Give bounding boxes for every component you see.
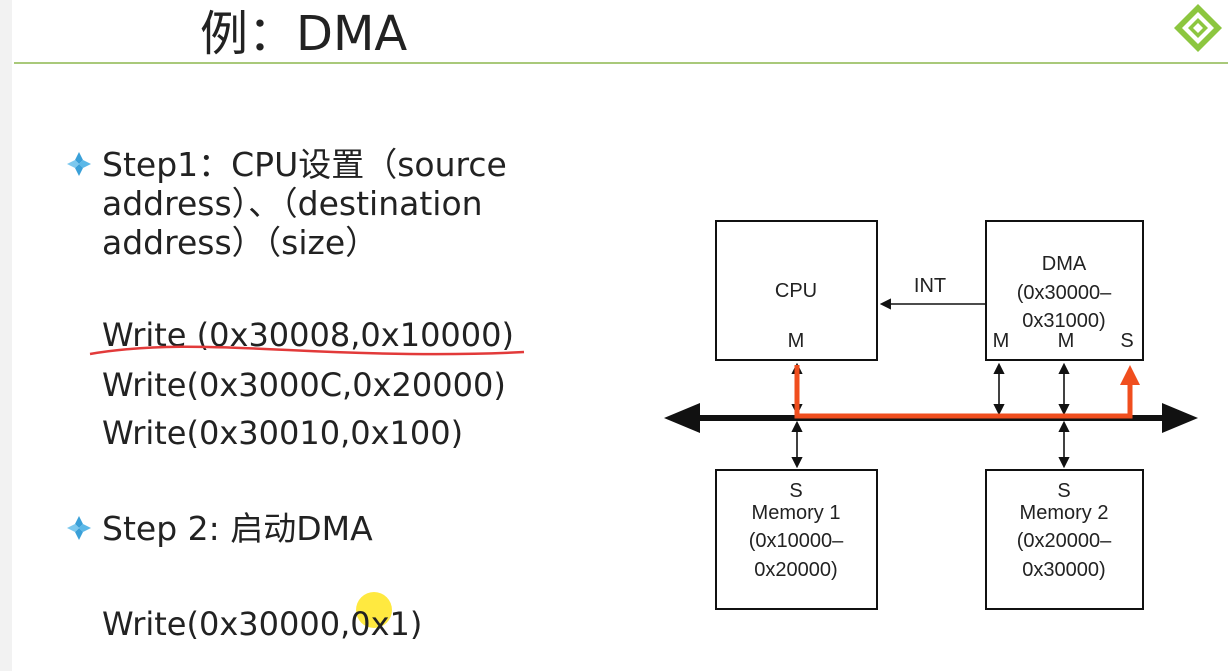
memory2-range-start: (0x20000– bbox=[1017, 530, 1112, 552]
title-divider bbox=[14, 62, 1228, 64]
bullet-step1-line-2: address）、（destination bbox=[102, 184, 483, 223]
diamond-bullet-icon bbox=[67, 152, 91, 176]
dma-range-end: 0x31000) bbox=[1022, 310, 1105, 332]
dma-port-s: S bbox=[1120, 330, 1133, 352]
logo-icon bbox=[1174, 4, 1222, 52]
diamond-bullet-icon bbox=[67, 516, 91, 540]
memory1-box bbox=[715, 469, 878, 610]
memory2-box bbox=[985, 469, 1144, 610]
memory2-range-end: 0x30000) bbox=[1022, 559, 1105, 581]
code-line-4: Write(0x30000,0x1) bbox=[102, 605, 423, 643]
cpu-box bbox=[715, 220, 878, 361]
cpu-to-dma-highlight-path bbox=[794, 365, 1140, 419]
memory1-port-s: S bbox=[789, 480, 802, 502]
dma-port-m1: M bbox=[993, 330, 1010, 352]
bullet-step1-line-3: address）（size） bbox=[102, 223, 379, 262]
dma-block-diagram: INT CPU M DMA (0x30000– 0x31000) M M S S… bbox=[664, 220, 1198, 610]
dma-label: DMA bbox=[1042, 253, 1087, 275]
cpu-label: CPU bbox=[775, 280, 817, 302]
dma-box bbox=[985, 220, 1144, 361]
code-line-3: Write(0x30010,0x100) bbox=[102, 414, 464, 452]
memory2-label: Memory 2 bbox=[1020, 502, 1109, 524]
left-edge-strip bbox=[0, 0, 12, 671]
bullet-step2: Step 2: 启动DMA bbox=[67, 509, 373, 548]
dma-range-start: (0x30000– bbox=[1017, 282, 1112, 304]
memory2-port-s: S bbox=[1057, 480, 1070, 502]
int-label: INT bbox=[914, 275, 946, 297]
bullet-step2-line-1: Step 2: 启动DMA bbox=[102, 509, 373, 548]
red-underline-annotation bbox=[89, 345, 525, 356]
cpu-port-m: M bbox=[788, 330, 805, 352]
bullet-step1: Step1：CPU设置（source address）、（destination… bbox=[67, 145, 507, 262]
slide-title: 例：DMA bbox=[200, 6, 408, 62]
memory1-range-end: 0x20000) bbox=[754, 559, 837, 581]
memory1-range-start: (0x10000– bbox=[749, 530, 844, 552]
dma-port-m2: M bbox=[1058, 330, 1075, 352]
code-line-2: Write(0x3000C,0x20000) bbox=[102, 366, 506, 404]
cursor-highlight bbox=[356, 592, 392, 628]
memory1-label: Memory 1 bbox=[752, 502, 841, 524]
bullet-step1-line-1: Step1：CPU设置（source bbox=[102, 145, 507, 184]
